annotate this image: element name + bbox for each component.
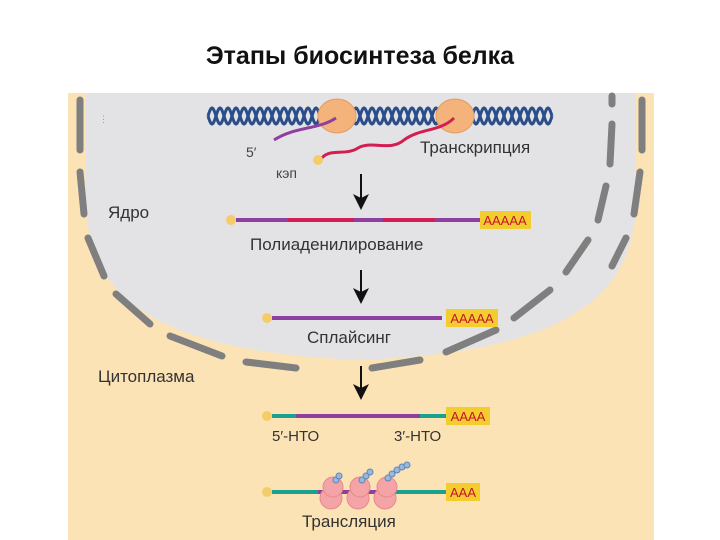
page-marker: ⋮ <box>99 114 108 124</box>
stage-splicing-label: Сплайсинг <box>307 328 391 347</box>
mrna-polyadenylation: AAAAA <box>226 211 531 229</box>
trna-icon <box>384 461 411 482</box>
ribosome-icon <box>346 476 371 510</box>
nascent-rna-1 <box>273 116 337 142</box>
rna-polymerase-icon <box>317 98 357 134</box>
trna-icon <box>358 468 374 484</box>
stage-transcription-label: Транскрипция <box>420 138 530 157</box>
mrna-spliced: AAAAA <box>262 309 498 327</box>
utr-segment <box>396 490 446 494</box>
slide-title: Этапы биосинтеза белка <box>205 42 515 70</box>
arrow-down-icon <box>353 270 369 304</box>
cap-icon <box>313 155 323 165</box>
five-prime-label: 5′ <box>246 144 257 160</box>
poly-a-tail-box <box>446 309 498 327</box>
cytoplasm-label: Цитоплазма <box>98 367 195 386</box>
nucleus-region <box>86 93 636 360</box>
trna-icon <box>332 472 343 484</box>
nucleus-label: Ядро <box>108 203 149 222</box>
arrow-down-icon <box>353 366 369 400</box>
poly-a-tail-text: AAAAA <box>483 213 527 228</box>
poly-a-tail-box <box>480 211 531 229</box>
cap-label: кэп <box>276 165 297 181</box>
dna-helix-icon <box>206 106 554 126</box>
nascent-rna-2 <box>320 116 456 160</box>
poly-a-tail-text: AAA <box>450 485 476 500</box>
three-utr-label: 3′-НТО <box>394 428 441 445</box>
stage-polyadenylation-label: Полиаденилирование <box>250 235 423 254</box>
poly-a-tail-text: AAAA <box>451 409 486 424</box>
exon-segment <box>288 218 354 222</box>
cap-icon <box>226 215 236 225</box>
cap-icon <box>262 411 272 421</box>
stage-translation-label: Трансляция <box>302 512 396 531</box>
five-utr-label: 5′-НТО <box>272 428 319 445</box>
utr-segment <box>272 490 318 494</box>
cap-icon <box>262 313 272 323</box>
cap-icon <box>262 487 272 497</box>
poly-a-tail-text: AAAAA <box>450 311 494 326</box>
utr-segment <box>272 414 296 418</box>
nuclear-envelope <box>76 92 646 372</box>
poly-a-tail-box <box>446 407 490 425</box>
rna-polymerase-icon <box>435 98 475 134</box>
exon-segment <box>383 218 435 222</box>
mrna-mature: AAAA <box>262 407 490 425</box>
arrow-down-icon <box>353 174 369 210</box>
poly-a-tail-box <box>446 483 480 501</box>
utr-segment <box>420 414 446 418</box>
